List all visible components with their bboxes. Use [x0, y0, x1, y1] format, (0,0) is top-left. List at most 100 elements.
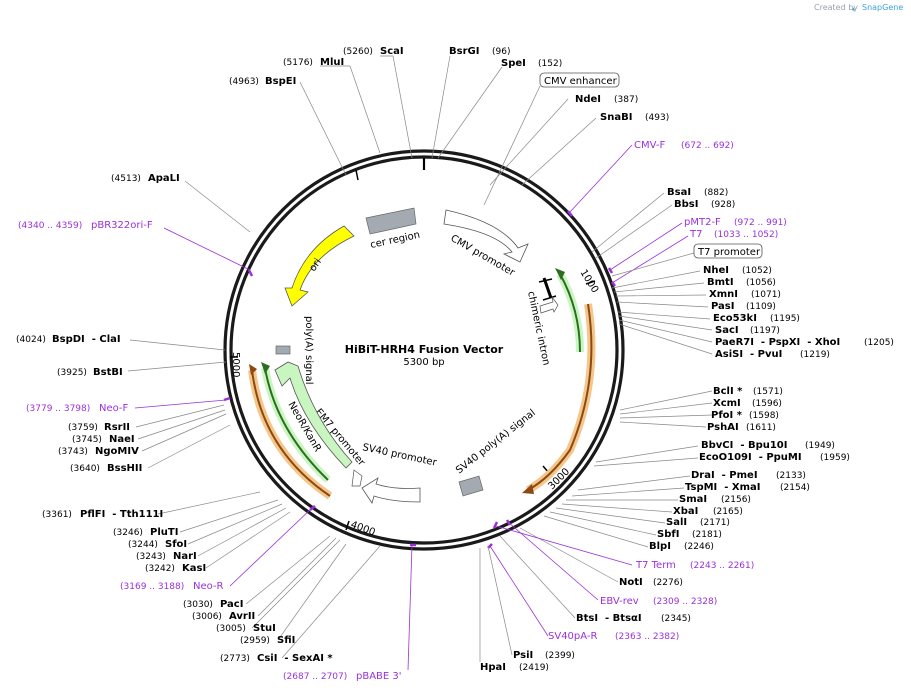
- site-name-sfoi[interactable]: SfoI: [165, 539, 187, 550]
- site-name-bsai[interactable]: BsaI: [667, 187, 691, 198]
- site-name-ecoo109i[interactable]: EcoO109I - PpuMI: [699, 452, 802, 463]
- site-name-tspmi[interactable]: TspMI - XmaI: [685, 482, 760, 493]
- site-name-hpai[interactable]: HpaI: [480, 662, 506, 673]
- leader-avrii: [257, 537, 337, 617]
- site-name-xcmi[interactable]: XcmI: [713, 398, 741, 409]
- site-name-nhei[interactable]: NheI: [703, 265, 729, 276]
- site-name-mlui[interactable]: MluI: [320, 57, 344, 68]
- primer-name-cmv-f[interactable]: CMV-F: [634, 140, 665, 151]
- primer-name-t7[interactable]: T7: [689, 229, 702, 240]
- leader-nhei: [611, 270, 701, 289]
- sv40-polya-feature[interactable]: [458, 475, 484, 497]
- site-name-naei[interactable]: NaeI: [109, 434, 135, 445]
- site-name-pfoi[interactable]: PfoI *: [711, 410, 743, 421]
- t7-promoter-box[interactable]: [693, 243, 763, 259]
- site-name-sali[interactable]: SalI: [666, 517, 687, 528]
- chimeric-intron-feature[interactable]: [538, 277, 559, 314]
- site-name-eco53ki[interactable]: Eco53kI: [713, 313, 757, 324]
- site-name-stui[interactable]: StuI: [253, 623, 276, 634]
- cmv-enhancer-box[interactable]: [539, 72, 620, 88]
- hibit-feature[interactable]: [559, 273, 581, 353]
- sv40-promoter-feature[interactable]: [361, 477, 421, 504]
- tick-mark-1000: [585, 280, 596, 285]
- leader-mlui: [320, 65, 381, 154]
- site-name-apali[interactable]: ApaLI: [148, 173, 180, 184]
- site-name-paer7i[interactable]: PaeR7I - PspXI - XhoI: [715, 337, 840, 348]
- site-name-saci[interactable]: SacI: [715, 325, 739, 336]
- site-name-bspdi[interactable]: BspDI - ClaI: [52, 334, 121, 345]
- site-name-spei[interactable]: SpeI: [501, 58, 526, 69]
- hibit-highlight: [556, 272, 584, 353]
- neo-orf-feature[interactable]: [251, 369, 331, 497]
- site-name-bstbi[interactable]: BstBI: [93, 367, 123, 378]
- em7-promoter-feature[interactable]: [351, 469, 363, 487]
- site-name-pflfi[interactable]: PflFI - Tth111I: [80, 509, 163, 520]
- site-name-bsrgi[interactable]: BsrGI: [449, 46, 479, 57]
- site-name-scai[interactable]: ScaI: [380, 46, 404, 57]
- site-pos-bspei: (4963): [229, 77, 259, 87]
- site-name-bmti[interactable]: BmtI: [707, 277, 734, 288]
- site-name-btsi[interactable]: BtsI - BtsαI: [576, 613, 642, 624]
- site-name-blpi[interactable]: BlpI: [649, 541, 671, 552]
- tick-mark-3000: [345, 520, 350, 531]
- site-pos-mlui: (5176): [283, 58, 313, 68]
- leader-bspdi: [129, 339, 226, 351]
- site-name-avrii[interactable]: AvrII: [229, 611, 255, 622]
- site-name-rsrii[interactable]: RsrII: [104, 422, 130, 433]
- primer-name-neo-f[interactable]: Neo-F: [99, 403, 129, 414]
- site-pos-xbai: (2165): [713, 507, 743, 517]
- site-name-sfii[interactable]: SfiI: [277, 635, 295, 646]
- primer-name-neo-r[interactable]: Neo-R: [193, 581, 224, 592]
- cmv-promoter-feature[interactable]: [443, 209, 529, 263]
- hrh4-feature[interactable]: [527, 303, 593, 491]
- site-pos-pluti: (3246): [113, 528, 143, 538]
- site-name-xbai[interactable]: XbaI: [673, 506, 698, 517]
- site-name-drai[interactable]: DraI - PmeI: [691, 470, 758, 481]
- primer-name-ebv-rev[interactable]: EBV-rev: [600, 596, 639, 607]
- site-name-bcli[interactable]: BclI *: [713, 386, 743, 397]
- site-name-smai[interactable]: SmaI: [679, 494, 707, 505]
- site-name-bbsi[interactable]: BbsI: [674, 199, 698, 210]
- polya-signal-feature[interactable]: [275, 345, 291, 355]
- leader-sali: [555, 507, 666, 524]
- leader-bsai: [591, 192, 665, 253]
- site-pos-sfoi: (3244): [128, 540, 158, 550]
- site-name-pasi[interactable]: PasI: [711, 301, 734, 312]
- site-name-asisi[interactable]: AsiSI - PvuI: [715, 349, 782, 360]
- site-name-pluti[interactable]: PluTI: [150, 527, 178, 538]
- site-name-sbfi[interactable]: SbfI: [657, 529, 679, 540]
- site-name-kasi[interactable]: KasI: [182, 563, 206, 574]
- site-name-paci[interactable]: PacI: [220, 599, 243, 610]
- primer-range-cmv-f: (672 .. 692): [681, 141, 734, 151]
- site-pos-scai: (5260): [343, 47, 373, 57]
- site-name-csii[interactable]: CsiI - SexAI *: [257, 653, 333, 664]
- primer-name-pbabe3[interactable]: pBABE 3': [356, 671, 402, 682]
- primer-name-pbr322ori-f[interactable]: pBR322ori-F: [91, 220, 153, 231]
- ori-feature[interactable]: [284, 225, 355, 307]
- leader-asisi: [618, 323, 713, 355]
- site-name-bspei[interactable]: BspEI: [265, 76, 296, 87]
- leader-xcmi: [619, 402, 713, 415]
- cer-region-feature[interactable]: [365, 207, 417, 235]
- site-pos-apali: (4513): [111, 174, 141, 184]
- site-name-psii[interactable]: PsiI: [513, 650, 533, 661]
- site-name-snabi[interactable]: SnaBI: [600, 112, 632, 123]
- primer-leader-cmv-f: [569, 144, 633, 213]
- neo-arc-feature[interactable]: [264, 367, 329, 481]
- hibit-arrowhead: [555, 268, 565, 280]
- site-pos-ndei: (387): [614, 95, 638, 105]
- site-name-bbvci[interactable]: BbvCI - Bpu10I: [701, 440, 788, 451]
- site-name-nari[interactable]: NarI: [173, 551, 197, 562]
- site-name-bsshii[interactable]: BssHII: [107, 463, 142, 474]
- site-name-ndei[interactable]: NdeI: [575, 94, 601, 105]
- site-pos-snabi: (493): [645, 113, 669, 123]
- primer-name-t7-term[interactable]: T7 Term: [635, 560, 676, 571]
- site-name-noti[interactable]: NotI: [619, 577, 643, 588]
- neor-kanr-feature[interactable]: [274, 361, 353, 469]
- primer-name-sv40pa-r[interactable]: SV40pA-R: [548, 631, 597, 642]
- site-name-ngomiv[interactable]: NgoMIV: [95, 446, 139, 457]
- primer-name-pmt2-f[interactable]: pMT2-F: [684, 217, 721, 228]
- site-name-xmni[interactable]: XmnI: [709, 289, 738, 300]
- site-name-pshai[interactable]: PshAI: [707, 422, 739, 433]
- credit-brand[interactable]: SnapGene: [862, 3, 903, 12]
